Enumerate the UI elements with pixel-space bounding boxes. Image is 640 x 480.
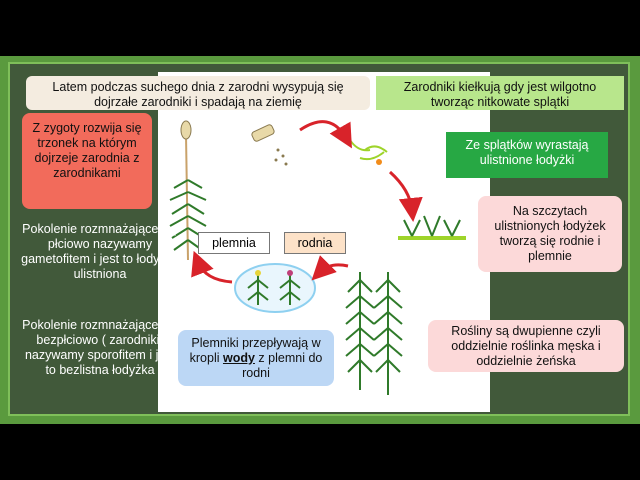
sperm-text-prefix: Plemniki przepływają w kropli [189,336,321,365]
callout-dioecious: Rośliny są dwupienne czyli oddzielnie ro… [428,320,624,372]
text-sporophyte: Pokolenie rozmnażające się bezpłciowo ( … [22,318,178,377]
callout-gametangia: Na szczytach ulistnionych łodyżek tworzą… [478,196,622,272]
mature-plants [345,272,403,395]
callout-spores-germinate: Zarodniki kiełkują gdy jest wilgotno two… [376,76,624,110]
label-male-organ: plemnia [198,232,270,254]
callout-spores-fall: Latem podczas suchego dnia z zarodni wys… [26,76,370,110]
callout-sperm-swim: Plemniki przepływają w kropli wody z ple… [178,330,334,386]
label-female-organ: rodnia [284,232,346,254]
cycle-arrows [191,120,423,284]
spore-capsule [251,124,288,166]
sperm-text-suffix: z plemni do rodni [242,351,323,380]
callout-zygote: Z zygoty rozwija się trzonek na którym d… [22,113,152,209]
young-shoots [398,215,466,240]
water-drop-gametophytes [234,263,316,313]
sporophyte-plant [169,120,207,261]
protonema [349,139,388,165]
text-gametophyte: Pokolenie rozmnażające się płciowo nazyw… [21,222,179,281]
callout-leafy-shoots: Ze splątków wyrastają ulistnione łodyżki [446,132,608,178]
sperm-text-water: wody [222,351,255,365]
